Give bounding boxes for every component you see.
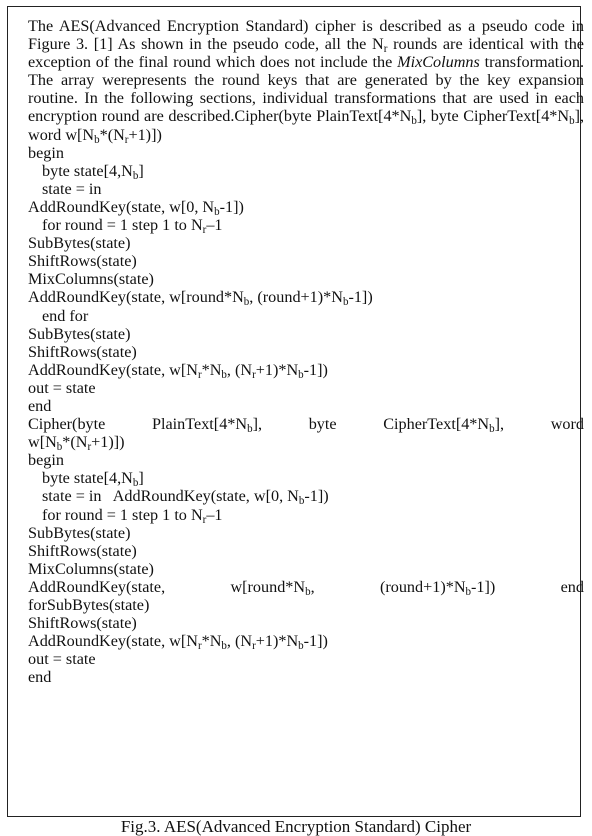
intro-text: +1)]) bbox=[128, 125, 162, 144]
code-line-shiftrows-final: ShiftRows(state) bbox=[28, 614, 137, 633]
subscript: b bbox=[94, 133, 100, 146]
code-line-for: for round = 1 step 1 to Nr–1 bbox=[42, 505, 223, 526]
code-line-subbytes-final: SubBytes(state) bbox=[28, 324, 131, 343]
code-line-end: end bbox=[28, 668, 52, 687]
code-line-subbytes: SubBytes(state) bbox=[28, 234, 131, 253]
figure-caption: Fig.3. AES(Advanced Encryption Standard)… bbox=[120, 817, 472, 836]
subscript: b bbox=[411, 115, 417, 128]
intro-emphasis: MixColumns bbox=[397, 53, 480, 72]
figure-content: The AES(Advanced Encryption Standard) ci… bbox=[28, 17, 584, 686]
code-line-addroundkey-final: AddRoundKey(state, w[Nr*Nb, (Nr+1)*Nb-1]… bbox=[28, 360, 328, 381]
code-line-addroundkey-initial: AddRoundKey(state, w[0, Nb-1]) bbox=[28, 197, 244, 218]
code-line-for: for round = 1 step 1 to Nr–1 bbox=[42, 216, 223, 236]
intro-paragraph: The AES(Advanced Encryption Standard) ci… bbox=[28, 17, 585, 146]
subscript: r bbox=[124, 133, 129, 146]
code-line-state-decl: byte state[4,Nb] bbox=[42, 469, 144, 490]
code-line-signature: Cipher(byte PlainText[4*Nb], byte Cipher… bbox=[28, 415, 584, 435]
code-line-subbytes: SubBytes(state) bbox=[28, 523, 131, 542]
code-line-forsubbytes: forSubBytes(state) bbox=[28, 596, 150, 614]
code-line-end: end bbox=[28, 396, 52, 415]
code-line-state-in-addroundkey: state = in AddRoundKey(state, w[0, Nb-1]… bbox=[42, 487, 329, 508]
intro-text: The AES(Advanced Encryption Standard) ci… bbox=[28, 17, 584, 54]
figure-frame: The AES(Advanced Encryption Standard) ci… bbox=[7, 6, 584, 817]
code-line-signature-cont: w[Nb*(Nr+1)]) bbox=[28, 433, 125, 453]
code-line-mixcolumns: MixColumns(state) bbox=[28, 559, 154, 578]
code-line-addroundkey-round: AddRoundKey(state, w[round*Nb, (round+1)… bbox=[28, 288, 373, 309]
subscript: r bbox=[383, 42, 388, 55]
code-line-begin: begin bbox=[28, 143, 64, 162]
code-line-begin: begin bbox=[28, 451, 64, 470]
code-line-shiftrows-final: ShiftRows(state) bbox=[28, 342, 137, 361]
code-line-out: out = state bbox=[28, 378, 96, 397]
code-line-out: out = state bbox=[28, 650, 96, 669]
code-line-end-for: end for bbox=[42, 306, 89, 325]
intro-text: rounds are identical with the exception … bbox=[28, 35, 584, 72]
intro-text: ], word w[N bbox=[28, 107, 585, 144]
intro-text: transformation. The array werepresents t… bbox=[28, 53, 584, 126]
code-line-addroundkey-final: AddRoundKey(state, w[Nr*Nb, (Nr+1)*Nb-1]… bbox=[28, 632, 328, 652]
code-line-addroundkey-round: AddRoundKey(state, w[round*Nb, (round+1)… bbox=[28, 577, 584, 598]
code-line-shiftrows: ShiftRows(state) bbox=[28, 252, 137, 271]
code-line-state-in: state = in bbox=[42, 179, 102, 198]
intro-text: *(N bbox=[99, 125, 125, 144]
code-line-state-decl: byte state[4,Nb] bbox=[42, 161, 144, 182]
subscript: b bbox=[569, 115, 575, 128]
code-line-mixcolumns: MixColumns(state) bbox=[28, 270, 154, 289]
code-line-shiftrows: ShiftRows(state) bbox=[28, 541, 137, 560]
intro-text: ], byte CipherText[4*N bbox=[416, 107, 570, 126]
